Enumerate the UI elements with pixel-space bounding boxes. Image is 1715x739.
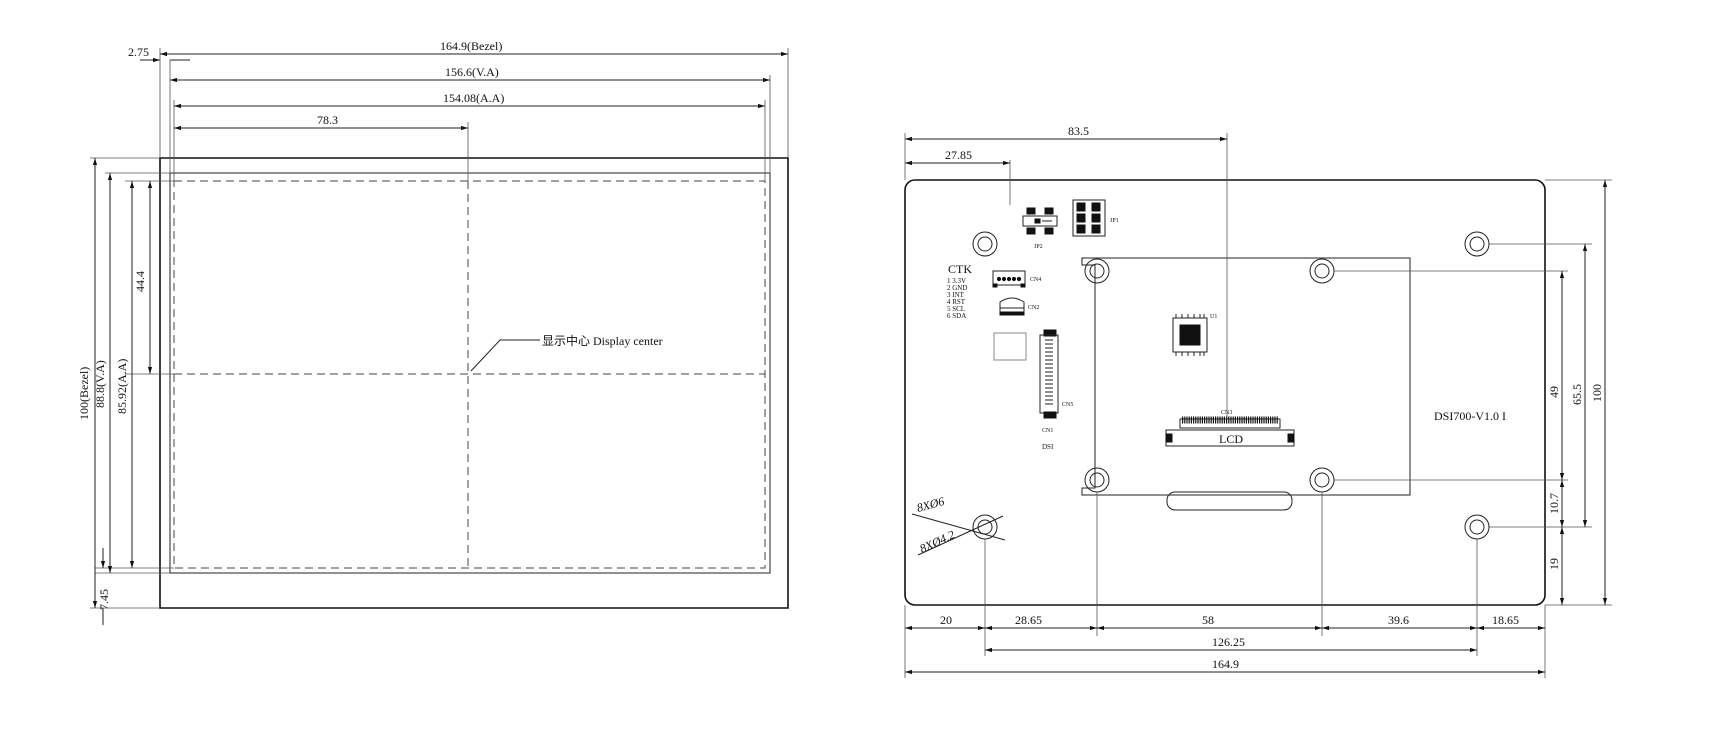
dim-hole-h-2: 65.5 xyxy=(1570,384,1584,405)
lcd-frame xyxy=(1082,258,1410,495)
mount-hole xyxy=(1465,232,1489,256)
dim-half-width: 78.3 xyxy=(317,113,338,127)
dim-b-39-6: 39.6 xyxy=(1388,613,1409,627)
mount-hole xyxy=(1310,259,1334,283)
mount-hole xyxy=(973,515,997,539)
cn2-label: CN2 xyxy=(1028,305,1039,311)
dim-b-164-9: 164.9 xyxy=(1212,657,1239,671)
display-center-leader xyxy=(470,339,540,372)
jp2-label: JP2 xyxy=(1034,244,1043,250)
front-view: 显示中心 Display center 2.75 164.9(Bezel) 15… xyxy=(77,39,788,625)
dim-b-58: 58 xyxy=(1202,613,1214,627)
jp1-label: JP1 xyxy=(1110,218,1119,224)
dim-va-width: 156.6(V.A) xyxy=(445,65,499,79)
hole-callout-big: 8XØ6 xyxy=(915,494,946,515)
mount-hole xyxy=(1085,259,1109,283)
cn3-connector xyxy=(1166,419,1294,446)
dim-hole-bottom: 19 xyxy=(1547,558,1561,570)
dim-offset: 2.75 xyxy=(128,45,149,59)
dim-hole-gap: 10.7 xyxy=(1547,493,1561,514)
display-center-label: 显示中心 Display center xyxy=(542,333,663,348)
front-visible-area xyxy=(170,173,770,573)
fpc-slot xyxy=(1167,492,1292,510)
lcd-label: LCD xyxy=(1219,432,1243,446)
ctk-pin: 4 RST xyxy=(947,298,966,306)
board-name: DSI700-V1.0 I xyxy=(1434,409,1506,423)
dim-aa-height: 85.92(A.A) xyxy=(115,359,129,414)
dim-height: 100 xyxy=(1590,384,1604,402)
dim-va-height: 88.8(V.A) xyxy=(93,360,107,408)
ctk-pin: 3 INT xyxy=(947,291,965,299)
u1-label: U1 xyxy=(1210,314,1217,320)
ctk-pin: 6 SDA xyxy=(947,312,966,320)
mount-hole xyxy=(973,232,997,256)
hole-callout-small: 8XØ4.2 xyxy=(917,527,956,555)
front-bezel-outline xyxy=(160,158,788,608)
mount-hole xyxy=(1310,468,1334,492)
cn1-label: CN1 xyxy=(1042,428,1053,434)
back-view: 8XØ6 8XØ4.2 JP2 JP1 CTK 1 3.3V 2 GND xyxy=(905,124,1612,678)
dim-b-20: 20 xyxy=(940,613,952,627)
dim-half-height: 44.4 xyxy=(133,271,147,292)
jp2-jumper xyxy=(1023,208,1057,234)
dim-b-18-65: 18.65 xyxy=(1492,613,1519,627)
dim-connector-x: 83.5 xyxy=(1068,124,1089,138)
dsi-label: DSI xyxy=(1042,443,1054,451)
ctk-pin: 1 3.3V xyxy=(947,277,966,285)
cn2-connector xyxy=(1000,298,1024,315)
ctk-pin: 5 SCL xyxy=(947,305,965,313)
dim-aa-width: 154.08(A.A) xyxy=(443,91,504,105)
dim-jp2-x: 27.85 xyxy=(945,148,972,162)
ctk-label: CTK xyxy=(948,262,972,276)
mount-hole xyxy=(1085,468,1109,492)
cn5-label: CN5 xyxy=(1062,402,1073,408)
dim-bezel-height: 100(Bezel) xyxy=(77,367,91,420)
cn4-connector xyxy=(993,271,1025,287)
front-active-area xyxy=(174,181,765,568)
cn5-connector xyxy=(1040,330,1058,418)
dim-b-126-25: 126.25 xyxy=(1212,635,1245,649)
u1-chip xyxy=(1173,314,1207,356)
dim-hole-h-1: 49 xyxy=(1547,386,1561,398)
ctk-pin: 2 GND xyxy=(947,284,967,292)
dim-bottom-offset: 7.45 xyxy=(97,589,111,610)
board-outline xyxy=(905,180,1545,605)
mount-hole xyxy=(1465,515,1489,539)
jp1-jumper xyxy=(1073,200,1105,236)
component-box xyxy=(994,333,1026,360)
cn4-label: CN4 xyxy=(1030,277,1041,283)
dim-b-28-65: 28.65 xyxy=(1015,613,1042,627)
dim-bezel-width: 164.9(Bezel) xyxy=(440,39,502,53)
